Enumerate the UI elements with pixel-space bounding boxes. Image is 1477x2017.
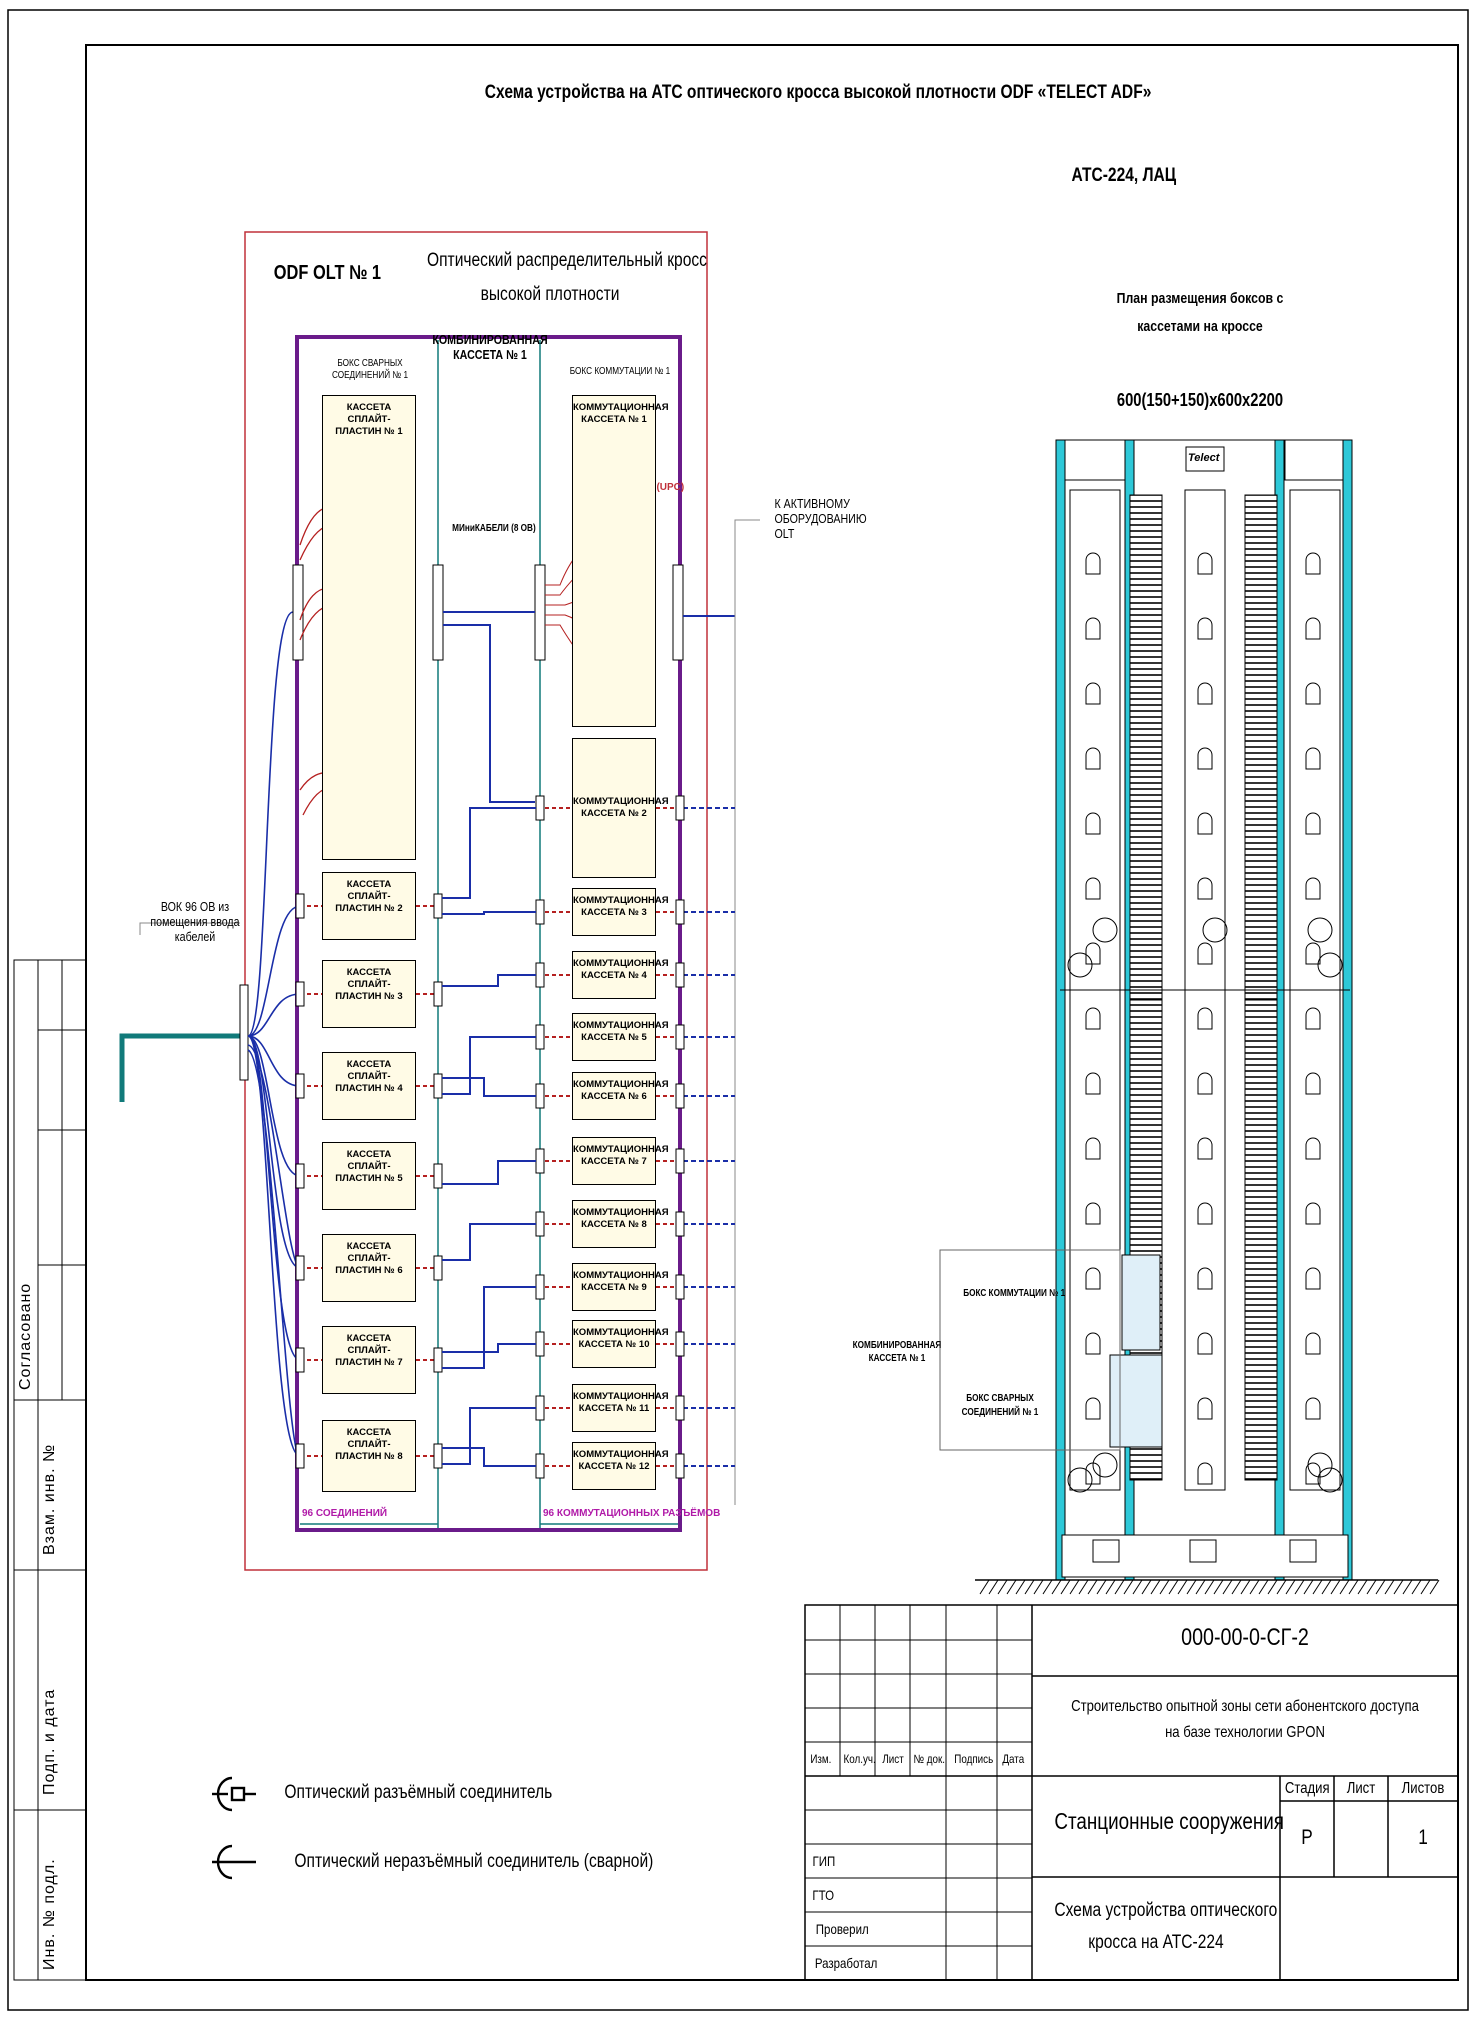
- incoming-cable-label: ВОК 96 ОВ из помещения ввода кабелей: [150, 899, 240, 944]
- drawing-title: Схема устройства на АТС оптического крос…: [484, 82, 1152, 103]
- splice-cassette: КАССЕТА СПЛАЙТ-ПЛАСТИН № 8: [322, 1420, 416, 1492]
- tb-hdr-doc: № док.: [913, 1752, 946, 1766]
- legend-splice: Оптический неразъёмный соединитель (свар…: [294, 1851, 654, 1872]
- tb-sheets-header: Листов: [1401, 1780, 1445, 1797]
- patch-cassette: КОММУТАЦИОННАЯ КАССЕТА № 3: [572, 888, 669, 936]
- tb-sheet-line2: кросса на АТС-224: [1088, 1932, 1224, 1953]
- tb-sheet-line1: Схема устройства оптического: [1054, 1900, 1278, 1921]
- splice-cassette-label: КАССЕТА СПЛАЙТ-ПЛАСТИН № 8: [335, 1427, 403, 1462]
- legend-connector: Оптический разъёмный соединитель: [284, 1782, 553, 1803]
- tb-sheets: 1: [1418, 1826, 1428, 1849]
- patch-cassette-label: КОММУТАЦИОННАЯ КАССЕТА № 3: [573, 895, 669, 918]
- odf-caption-line1: Оптический распределительный кросс: [427, 250, 707, 271]
- tb-stage-header: Стадия: [1284, 1780, 1330, 1797]
- splices-total: 96 СОЕДИНЕНИЙ: [302, 1508, 388, 1519]
- odf-name: ODF OLT № 1: [273, 262, 382, 284]
- patch-cassette: КОММУТАЦИОННАЯ КАССЕТА № 8: [572, 1200, 669, 1248]
- splice-cassette-label: КАССЕТА СПЛАЙТ-ПЛАСТИН № 4: [335, 1059, 403, 1094]
- tb-role-author: Разработал: [814, 1955, 878, 1971]
- patch-cassette-label: КОММУТАЦИОННАЯ КАССЕТА № 8: [573, 1207, 669, 1230]
- to-active-label: К АКТИВНОМУ ОБОРУДОВАНИЮ OLT: [774, 496, 867, 541]
- patch-box-label: БОКС КОММУТАЦИИ № 1: [569, 366, 671, 377]
- splice-cassette-label: КАССЕТА СПЛАЙТ-ПЛАСТИН № 3: [335, 967, 403, 1002]
- odf-caption-line2: высокой плотности: [480, 284, 620, 305]
- patch-cassette-label: КОММУТАЦИОННАЯ КАССЕТА № 7: [573, 1144, 669, 1167]
- stamp-replace-inv: Взам. инв. №: [41, 1443, 58, 1555]
- splice-cassette: КАССЕТА СПЛАЙТ-ПЛАСТИН № 1: [322, 395, 416, 860]
- tb-role-gip: ГИП: [812, 1853, 836, 1869]
- splice-cassette: КАССЕТА СПЛАЙТ-ПЛАСТИН № 5: [322, 1142, 416, 1210]
- rack-plan-line2: кассетами на кроссе: [1137, 318, 1263, 335]
- title-block-grid: [804, 1604, 1459, 1981]
- tb-sheet-header: Лист: [1346, 1780, 1376, 1797]
- patch-cassette: КОММУТАЦИОННАЯ КАССЕТА № 4: [572, 951, 669, 999]
- rack-dimensions: 600(150+150)x600x2200: [1116, 390, 1284, 410]
- odf-frame: [244, 231, 708, 1571]
- patch-cassette: КОММУТАЦИОННАЯ КАССЕТА № 9: [572, 1263, 669, 1311]
- rack-plan-line1: План размещения боксов с: [1116, 290, 1284, 307]
- tb-hdr-sign: Подпись: [954, 1752, 994, 1766]
- splice-cassette: КАССЕТА СПЛАЙТ-ПЛАСТИН № 6: [322, 1234, 416, 1302]
- rack-combined-line1: КОМБИНИРОВАННАЯ: [852, 1340, 942, 1351]
- patch-cassette-label: КОММУТАЦИОННАЯ КАССЕТА № 5: [573, 1020, 669, 1043]
- rack-combined-line2: КАССЕТА № 1: [868, 1353, 926, 1364]
- tb-code: 000-00-0-СГ-2: [1181, 1624, 1309, 1651]
- tb-project-line1: Строительство опытной зоны сети абонентс…: [1071, 1698, 1419, 1715]
- tb-hdr-koluch: Кол.уч.: [843, 1752, 876, 1766]
- patch-cassette: КОММУТАЦИОННАЯ КАССЕТА № 5: [572, 1013, 669, 1061]
- patch-cassette-label: КОММУТАЦИОННАЯ КАССЕТА № 1: [573, 402, 669, 425]
- stamp-agreed: Согласовано: [17, 1282, 34, 1390]
- rack-splice-line1: БОКС СВАРНЫХ: [966, 1393, 1034, 1404]
- rack-drawing: [939, 439, 1438, 1581]
- legend-symbols: [212, 1776, 256, 1880]
- rack-logo: Telect: [1188, 452, 1220, 464]
- stamp-sign-date: Подп. и дата: [41, 1688, 58, 1795]
- patch-cassette-label: КОММУТАЦИОННАЯ КАССЕТА № 10: [573, 1327, 669, 1350]
- splice-cassette: КАССЕТА СПЛАЙТ-ПЛАСТИН № 2: [322, 872, 416, 940]
- patch-cassette: КОММУТАЦИОННАЯ КАССЕТА № 7: [572, 1137, 669, 1185]
- tb-hdr-date: Дата: [1002, 1752, 1025, 1766]
- rack-splice-line2: СОЕДИНЕНИЙ № 1: [961, 1407, 1039, 1418]
- tb-section: Станционные сооружения: [1054, 1808, 1285, 1834]
- station-label: АТС-224, ЛАЦ: [1071, 165, 1177, 186]
- side-stamp-grid: [13, 959, 87, 1981]
- patch-cassette-label: КОММУТАЦИОННАЯ КАССЕТА № 12: [573, 1449, 669, 1472]
- patch-cassette: КОММУТАЦИОННАЯ КАССЕТА № 6: [572, 1072, 669, 1120]
- patch-cassette: КОММУТАЦИОННАЯ КАССЕТА № 10: [572, 1320, 669, 1368]
- patch-cassette-label: КОММУТАЦИОННАЯ КАССЕТА № 4: [573, 958, 669, 981]
- tb-role-gto: ГТО: [812, 1887, 835, 1903]
- splice-box-label: БОКС СВАРНЫХ СОЕДИНЕНИЙ № 1: [331, 358, 409, 381]
- tb-hdr-list: Лист: [882, 1752, 904, 1766]
- rack-patch-box-label: БОКС КОММУТАЦИИ № 1: [963, 1288, 1066, 1299]
- splice-cassette: КАССЕТА СПЛАЙТ-ПЛАСТИН № 7: [322, 1326, 416, 1394]
- connectors-total: 96 КОММУТАЦИОННЫХ РАЗЪЁМОВ: [543, 1508, 721, 1519]
- splice-cassette-label: КАССЕТА СПЛАЙТ-ПЛАСТИН № 1: [335, 402, 403, 437]
- tb-role-checked: Проверил: [815, 1921, 869, 1937]
- tb-stage: Р: [1301, 1826, 1313, 1849]
- patch-cassette-label: КОММУТАЦИОННАЯ КАССЕТА № 6: [573, 1079, 669, 1102]
- patch-cassette-label: КОММУТАЦИОННАЯ КАССЕТА № 9: [573, 1270, 669, 1293]
- patch-cassette: КОММУТАЦИОННАЯ КАССЕТА № 2: [572, 738, 669, 878]
- splice-cassette: КАССЕТА СПЛАЙТ-ПЛАСТИН № 4: [322, 1052, 416, 1120]
- patch-cassette-label: КОММУТАЦИОННАЯ КАССЕТА № 2: [573, 796, 669, 819]
- splice-cassette-label: КАССЕТА СПЛАЙТ-ПЛАСТИН № 7: [335, 1333, 403, 1368]
- odf-enclosure: [295, 335, 682, 1532]
- splice-cassette-label: КАССЕТА СПЛАЙТ-ПЛАСТИН № 6: [335, 1241, 403, 1276]
- tb-project-line2: на базе технологии GPON: [1165, 1724, 1325, 1741]
- splice-cassette-label: КАССЕТА СПЛАЙТ-ПЛАСТИН № 5: [335, 1149, 403, 1184]
- splice-cassette-label: КАССЕТА СПЛАЙТ-ПЛАСТИН № 2: [335, 879, 403, 914]
- tb-hdr-izm: Изм.: [810, 1752, 832, 1766]
- patch-cassette: КОММУТАЦИОННАЯ КАССЕТА № 11: [572, 1384, 669, 1432]
- minicables-label: МИниКАБЕЛИ (8 ОВ): [452, 523, 536, 534]
- splice-cassette: КАССЕТА СПЛАЙТ-ПЛАСТИН № 3: [322, 960, 416, 1028]
- outer-border: [7, 9, 1469, 2011]
- combined-cassette-label: КОМБИНИРОВАННАЯ КАССЕТА № 1: [432, 332, 548, 362]
- patch-cassette: КОММУТАЦИОННАЯ КАССЕТА № 1: [572, 395, 669, 727]
- stamp-inv-no: Инв. № подл.: [41, 1858, 58, 1970]
- patch-cassette-label: КОММУТАЦИОННАЯ КАССЕТА № 11: [573, 1391, 669, 1414]
- patch-cassette: КОММУТАЦИОННАЯ КАССЕТА № 12: [572, 1442, 669, 1490]
